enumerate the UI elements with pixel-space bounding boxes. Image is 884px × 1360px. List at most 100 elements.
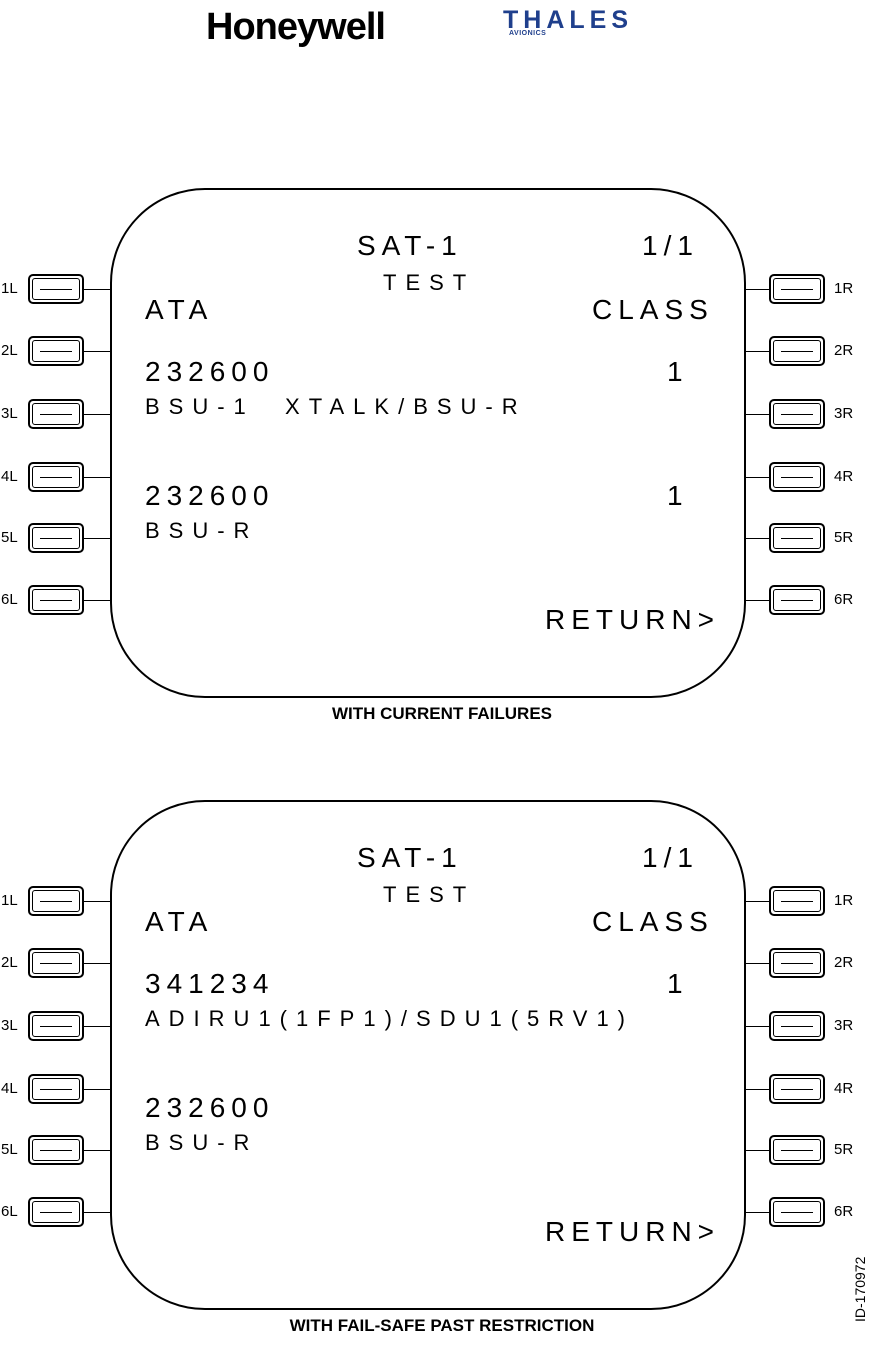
entry-ata: 341234 xyxy=(145,968,275,999)
entry-description: ADIRU1(1FP1)/SDU1(5RV1) xyxy=(145,1006,635,1031)
key-connector-line xyxy=(84,1150,110,1151)
key-label-5L: 5L xyxy=(1,1141,18,1158)
key-label-3R: 3R xyxy=(834,405,854,422)
line-select-key-4R[interactable] xyxy=(769,1074,825,1104)
thales-avionics-text: AVIONICS xyxy=(509,30,547,37)
key-connector-line xyxy=(84,414,110,415)
line-select-key-6L[interactable] xyxy=(28,585,84,615)
mcdu-panel-current-failures: SAT-1 1/1 TEST ATA CLASS 232600 1 BSU-1 … xyxy=(0,188,884,748)
screen-title: SAT-1 xyxy=(357,230,463,261)
key-label-5L: 5L xyxy=(1,529,18,546)
key-connector-line xyxy=(745,538,771,539)
line-select-key-5R[interactable] xyxy=(769,1135,825,1165)
key-connector-line xyxy=(84,477,110,478)
line-select-key-1L[interactable] xyxy=(28,274,84,304)
line-select-key-5L[interactable] xyxy=(28,523,84,553)
return-prompt[interactable]: RETURN> xyxy=(545,604,721,635)
key-label-6R: 6R xyxy=(834,591,854,608)
key-connector-line xyxy=(745,963,771,964)
key-label-1L: 1L xyxy=(1,892,18,909)
key-label-6L: 6L xyxy=(1,1203,18,1220)
line-select-key-5L[interactable] xyxy=(28,1135,84,1165)
entry-description: BSU-R xyxy=(145,1130,259,1155)
caption-current-failures: WITH CURRENT FAILURES xyxy=(331,704,553,723)
line-select-key-2L[interactable] xyxy=(28,948,84,978)
key-label-5R: 5R xyxy=(834,1141,854,1158)
line-select-key-1R[interactable] xyxy=(769,886,825,916)
line-select-key-4R[interactable] xyxy=(769,462,825,492)
mcdu-screen: SAT-1 1/1 TEST ATA CLASS 232600 1 BSU-1 … xyxy=(110,188,746,698)
key-label-4R: 4R xyxy=(834,468,854,485)
caption-fail-safe: WITH FAIL-SAFE PAST RESTRICTION xyxy=(289,1316,595,1335)
key-connector-line xyxy=(745,901,771,902)
line-select-key-6R[interactable] xyxy=(769,585,825,615)
key-label-4L: 4L xyxy=(1,1080,18,1097)
screen-title: SAT-1 xyxy=(357,842,463,873)
return-prompt[interactable]: RETURN> xyxy=(545,1216,721,1247)
key-connector-line xyxy=(745,289,771,290)
honeywell-logo: Honeywell xyxy=(206,6,386,48)
key-label-6R: 6R xyxy=(834,1203,854,1220)
line-select-key-3L[interactable] xyxy=(28,1011,84,1041)
mcdu-screen: SAT-1 1/1 TEST ATA CLASS 341234 1 ADIRU1… xyxy=(110,800,746,1310)
key-connector-line xyxy=(745,600,771,601)
class-header: CLASS xyxy=(592,294,714,325)
line-select-key-6R[interactable] xyxy=(769,1197,825,1227)
entry-ata: 232600 xyxy=(145,1092,275,1123)
key-connector-line xyxy=(84,289,110,290)
entry-ata: 232600 xyxy=(145,356,275,387)
screen-subtitle: TEST xyxy=(383,882,476,907)
entry-class: 1 xyxy=(667,356,689,387)
ata-header: ATA xyxy=(145,294,214,325)
line-select-key-1L[interactable] xyxy=(28,886,84,916)
line-select-key-4L[interactable] xyxy=(28,462,84,492)
key-connector-line xyxy=(745,477,771,478)
key-connector-line xyxy=(84,538,110,539)
document-id: ID-170972 xyxy=(852,1256,868,1322)
key-label-2L: 2L xyxy=(1,342,18,359)
key-label-4R: 4R xyxy=(834,1080,854,1097)
key-connector-line xyxy=(84,351,110,352)
entry-class: 1 xyxy=(667,480,689,511)
ata-header: ATA xyxy=(145,906,214,937)
key-label-4L: 4L xyxy=(1,468,18,485)
key-label-6L: 6L xyxy=(1,591,18,608)
key-connector-line xyxy=(84,1089,110,1090)
key-connector-line xyxy=(745,1089,771,1090)
page-number: 1/1 xyxy=(642,230,699,261)
key-label-2R: 2R xyxy=(834,342,854,359)
key-connector-line xyxy=(84,600,110,601)
key-label-3L: 3L xyxy=(1,1017,18,1034)
entry-description: BSU-R xyxy=(145,518,259,543)
key-connector-line xyxy=(745,414,771,415)
key-connector-line xyxy=(84,1212,110,1213)
key-connector-line xyxy=(84,901,110,902)
entry-ata: 232600 xyxy=(145,480,275,511)
line-select-key-3R[interactable] xyxy=(769,1011,825,1041)
line-select-key-2R[interactable] xyxy=(769,948,825,978)
key-label-2R: 2R xyxy=(834,954,854,971)
key-connector-line xyxy=(745,1026,771,1027)
key-label-2L: 2L xyxy=(1,954,18,971)
key-label-3R: 3R xyxy=(834,1017,854,1034)
page-number: 1/1 xyxy=(642,842,699,873)
key-connector-line xyxy=(745,1150,771,1151)
line-select-key-1R[interactable] xyxy=(769,274,825,304)
screen-subtitle: TEST xyxy=(383,270,476,295)
key-label-1R: 1R xyxy=(834,892,854,909)
line-select-key-3R[interactable] xyxy=(769,399,825,429)
line-select-key-3L[interactable] xyxy=(28,399,84,429)
line-select-key-2R[interactable] xyxy=(769,336,825,366)
line-select-key-4L[interactable] xyxy=(28,1074,84,1104)
key-label-1L: 1L xyxy=(1,280,18,297)
key-connector-line xyxy=(745,351,771,352)
key-label-5R: 5R xyxy=(834,529,854,546)
line-select-key-5R[interactable] xyxy=(769,523,825,553)
thales-logo: THALES xyxy=(503,6,633,34)
line-select-key-6L[interactable] xyxy=(28,1197,84,1227)
line-select-key-2L[interactable] xyxy=(28,336,84,366)
key-connector-line xyxy=(84,1026,110,1027)
entry-class: 1 xyxy=(667,968,689,999)
key-label-1R: 1R xyxy=(834,280,854,297)
mcdu-panel-fail-safe: SAT-1 1/1 TEST ATA CLASS 341234 1 ADIRU1… xyxy=(0,800,884,1360)
